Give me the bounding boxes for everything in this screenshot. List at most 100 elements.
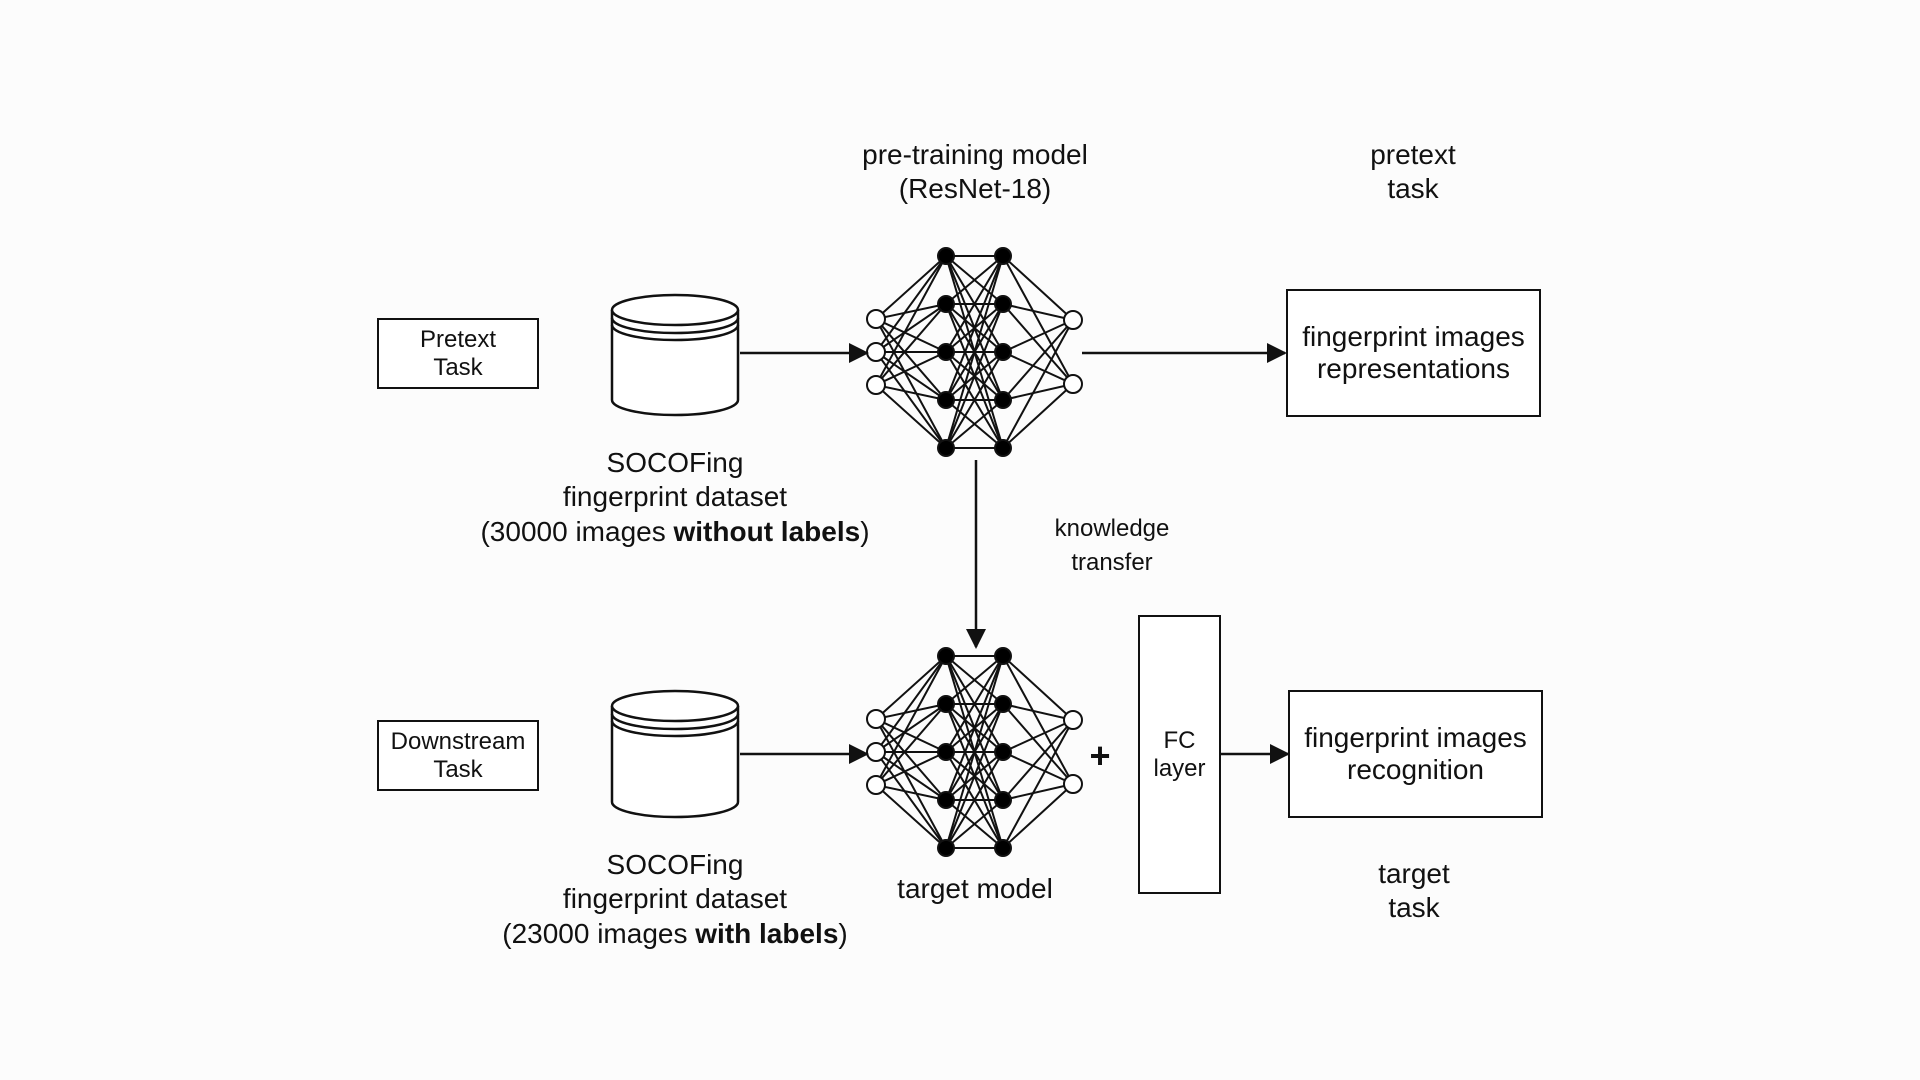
network-node (1063, 374, 1083, 394)
downstream-dataset-type: fingerprint dataset (562, 883, 788, 915)
network-edge (875, 784, 947, 849)
network-node (866, 742, 886, 762)
network-edge (945, 303, 1004, 449)
network-node (994, 647, 1012, 665)
pretext-task-box: Pretext Task (377, 318, 539, 389)
pretext-task-title: pretext task (1313, 138, 1513, 207)
network-edge (945, 703, 1004, 849)
target-task-title: target task (1314, 857, 1514, 926)
network-node (866, 375, 886, 395)
pretext-dataset-type: fingerprint dataset (562, 481, 788, 513)
network-edge (875, 318, 947, 353)
network-edge (1002, 751, 1074, 785)
network-node (866, 709, 886, 729)
network-edge (945, 655, 1004, 801)
pretext-task-box-line-1: Pretext (419, 325, 497, 353)
network-edge (875, 384, 947, 401)
network-node (937, 343, 955, 361)
network-edge (875, 351, 947, 401)
pretext-dataset-count-suffix: ) (860, 515, 870, 547)
network-node (937, 743, 955, 761)
fc-layer-box-line-1: FC (1163, 726, 1196, 754)
pretext-dataset-count-prefix: (30000 images (480, 515, 674, 547)
downstream-dataset-label: SOCOFing fingerprint dataset (23000 imag… (440, 848, 910, 951)
network-edge (945, 255, 1004, 353)
knowledge-transfer-label: knowledge transfer (1022, 512, 1202, 579)
network-edge (945, 351, 1004, 449)
network-node (994, 391, 1012, 409)
network-edge (1002, 655, 1074, 785)
pretext-dataset-name: SOCOFing (606, 447, 744, 478)
pretext-task-title-line-1: pretext (1370, 139, 1456, 170)
network-edge (875, 318, 947, 449)
network-edge (875, 718, 947, 753)
network-edge (945, 255, 1004, 401)
network-edge (875, 255, 947, 353)
downstream-dataset-count-suffix: ) (838, 917, 848, 949)
network-node (1063, 774, 1083, 794)
network-edge (875, 318, 947, 401)
network-edge (945, 655, 1004, 753)
target-network-icon (866, 647, 1083, 857)
fc-layer-box-line-2: layer (1153, 754, 1206, 782)
downstream-database-icon (610, 689, 740, 819)
downstream-dataset-count: (23000 images with labels) (440, 917, 910, 951)
target-task-title-line-1: target (1378, 858, 1450, 889)
network-edge (1002, 351, 1074, 385)
network-node (866, 342, 886, 362)
representations-box-line-2: representations (1316, 353, 1510, 384)
network-edge (1002, 383, 1074, 401)
network-edge (1002, 303, 1074, 321)
network-edge (1002, 383, 1074, 449)
network-edge (945, 399, 1004, 449)
network-edge (875, 718, 947, 801)
fc-layer-box: FC layer (1138, 615, 1221, 894)
network-edge (1002, 719, 1074, 801)
pretext-task-title-line-2: task (1387, 173, 1439, 205)
network-edge (875, 751, 947, 849)
downstream-task-box: Downstream Task (377, 720, 539, 791)
network-edge (875, 655, 947, 753)
pretext-dataset-label: SOCOFing fingerprint dataset (30000 imag… (440, 446, 910, 549)
pretraining-network-icon (866, 247, 1083, 457)
recognition-box-line-1: fingerprint images (1304, 722, 1527, 753)
target-task-title-line-2: task (1388, 892, 1440, 924)
network-edge (1002, 319, 1074, 401)
network-edge (875, 351, 947, 386)
network-edge (1002, 319, 1074, 449)
network-node (937, 439, 955, 457)
network-edge (875, 703, 947, 720)
network-edge (1002, 719, 1074, 753)
network-edge (945, 751, 1004, 849)
pretext-database-icon (610, 293, 740, 417)
network-node (994, 791, 1012, 809)
target-model-title: target model (897, 873, 1053, 904)
representations-box: fingerprint images representations (1286, 289, 1541, 417)
network-edge (945, 255, 1004, 305)
network-node (937, 295, 955, 313)
network-node (1063, 310, 1083, 330)
network-edge (1002, 703, 1074, 721)
pretext-task-box-line-2: Task (433, 353, 483, 381)
network-edge (875, 303, 947, 353)
network-edge (875, 784, 947, 801)
pretext-dataset-count: (30000 images without labels) (440, 515, 910, 549)
network-node (937, 839, 955, 857)
network-node (937, 647, 955, 665)
network-edge (875, 703, 947, 753)
network-node (994, 839, 1012, 857)
network-node (994, 743, 1012, 761)
network-node (937, 695, 955, 713)
network-edge (1002, 303, 1074, 385)
pretraining-model-title-line-1: pre-training model (862, 139, 1088, 170)
network-edge (1002, 255, 1074, 321)
network-edge (875, 351, 947, 449)
network-edge (1002, 703, 1074, 785)
downstream-dataset-count-prefix: (23000 images (502, 917, 696, 949)
representations-box-line-1: fingerprint images (1302, 321, 1525, 352)
network-edge (945, 799, 1004, 849)
pretext-dataset-label-status: without labels (673, 515, 861, 547)
network-edge (875, 303, 947, 386)
network-node (994, 439, 1012, 457)
